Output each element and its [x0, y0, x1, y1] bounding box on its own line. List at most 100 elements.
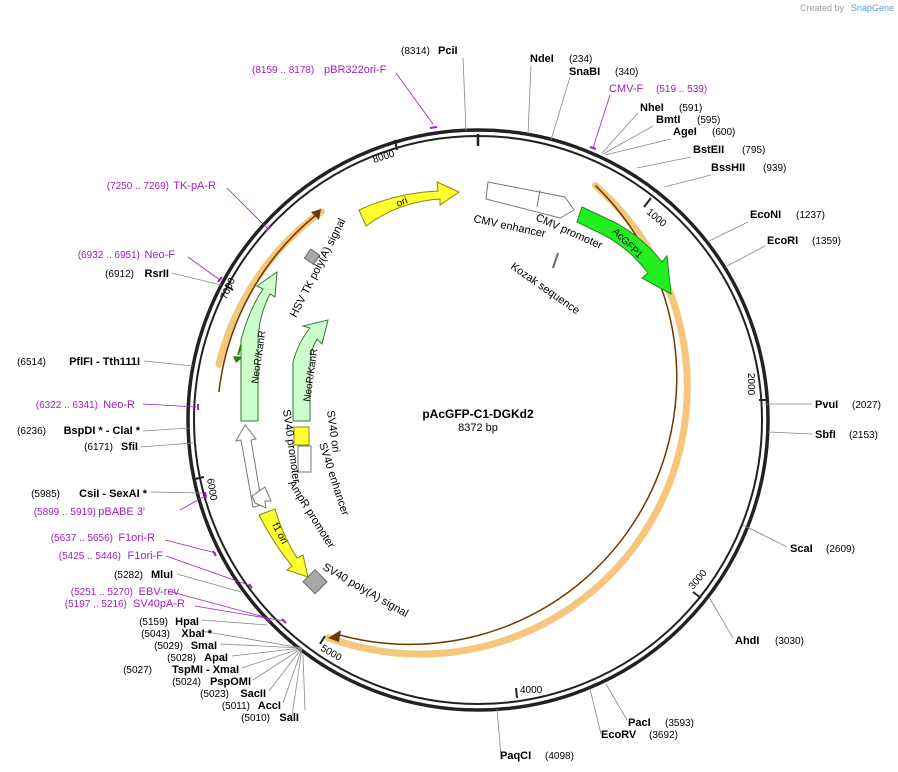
- backbone-outer: [186, 128, 770, 712]
- tick-label-5000: 5000: [319, 643, 344, 664]
- enzyme-snabi[interactable]: SnaBI: [569, 66, 600, 78]
- primer-neo-r[interactable]: Neo-R: [103, 399, 135, 411]
- primer-pbr322ori-f[interactable]: pBR322ori-F: [324, 64, 387, 76]
- sv40-enhancer-box: [297, 445, 312, 473]
- enzyme-pos-tspmi-xmai: (5027): [123, 665, 152, 676]
- tick-label-2000: 2000: [745, 373, 756, 396]
- enzyme-pos-ecori: (1359): [812, 236, 841, 247]
- feature-kozak: Kozak sequence: [508, 261, 582, 317]
- enzyme-pos-bsshii: (939): [763, 163, 786, 174]
- neokanr-outer-arrow: [240, 270, 278, 422]
- enzyme-pos-sfii: (6171): [84, 442, 113, 453]
- primer-pos-sv40pa-r: (5197 .. 5216): [65, 599, 127, 610]
- enzyme-paqci[interactable]: PaqCI: [500, 750, 531, 762]
- tick-label-7000: 7000: [219, 276, 239, 301]
- enzyme-scai[interactable]: ScaI: [790, 543, 813, 555]
- enzyme-sali[interactable]: SalI: [279, 712, 299, 724]
- primer-sv40pa-r[interactable]: SV40pA-R: [133, 598, 185, 610]
- enzyme-bsteii[interactable]: BstEII: [693, 144, 724, 156]
- enzyme-pos-econi: (1237): [796, 210, 825, 221]
- primer-ebv-rev[interactable]: EBV-rev: [139, 586, 180, 598]
- enzyme-bsshii[interactable]: BssHII: [711, 162, 745, 174]
- enzyme-pos-smai: (5029): [154, 641, 183, 652]
- enzyme-pos-pcii: (8314): [401, 46, 430, 57]
- enzyme-sacii[interactable]: SacII: [240, 688, 266, 700]
- enzyme-mlui[interactable]: MluI: [151, 569, 173, 581]
- sv40-ori-box: [293, 426, 310, 446]
- enzyme-ndei[interactable]: NdeI: [530, 53, 554, 65]
- enzyme-pos-ndei: (234): [569, 54, 592, 65]
- enzyme-pos-agei: (600): [712, 127, 735, 138]
- enzyme-bmti[interactable]: BmtI: [656, 114, 680, 126]
- plasmid-name: pAcGFP-C1-DGKd2: [422, 407, 534, 421]
- enzyme-psp0mi[interactable]: PspOMI: [210, 676, 251, 688]
- feature-sv40-ori: SV40 ori: [324, 410, 342, 453]
- enzyme-paci[interactable]: PacI: [628, 717, 651, 729]
- enzyme-xbai[interactable]: XbaI *: [181, 628, 212, 640]
- enzyme-pos-psp0mi: (5024): [172, 677, 201, 688]
- primer-pos-cmv-f: (519 .. 539): [656, 84, 707, 95]
- enzyme-pos-pvui: (2027): [852, 400, 881, 411]
- enzyme-tspmi-xmai[interactable]: TspMI - XmaI: [172, 664, 239, 676]
- sv40-promoter-arrow: [235, 424, 263, 508]
- primer-f1ori-r[interactable]: F1ori-R: [118, 532, 155, 544]
- enzyme-pos-hpai: (5159): [139, 617, 168, 628]
- primer-pos-ebv-rev: (5251 .. 5270): [71, 587, 133, 598]
- enzyme-ecori[interactable]: EcoRI: [767, 235, 798, 247]
- primer-pos-neo-r: (6322 .. 6341): [36, 400, 98, 411]
- primer-neo-f[interactable]: Neo-F: [144, 249, 175, 261]
- enzyme-sbfi[interactable]: SbfI: [815, 429, 836, 441]
- enzyme-econi[interactable]: EcoNI: [750, 209, 781, 221]
- enzyme-ahdi[interactable]: AhdI: [735, 635, 759, 647]
- tick-label-4000: 4000: [520, 685, 543, 696]
- tick-label-6000: 6000: [204, 478, 219, 502]
- enzyme-pflfi-tth111i[interactable]: PflFI - Tth111I: [69, 356, 140, 368]
- cmv-divider: [536, 189, 541, 208]
- enzyme-pos-pflfi-tth111i: (6514): [17, 357, 46, 368]
- enzyme-nhei[interactable]: NheI: [640, 102, 664, 114]
- enzyme-pcii[interactable]: PciI: [438, 45, 458, 57]
- enzyme-acci[interactable]: AccI: [258, 700, 281, 712]
- enzyme-smai[interactable]: SmaI: [191, 640, 217, 652]
- feature-ori: ori: [395, 195, 409, 209]
- enzyme-pos-mlui: (5282): [114, 570, 143, 581]
- enzyme-rsrii[interactable]: RsrII: [145, 268, 169, 280]
- primer-pbabe-3[interactable]: pBABE 3': [98, 506, 145, 518]
- enzyme-hpai[interactable]: HpaI: [175, 616, 199, 628]
- tick-label-8000: 8000: [372, 148, 397, 165]
- primer-cmv-f[interactable]: CMV-F: [609, 83, 644, 95]
- tick-marks: [194, 139, 769, 699]
- enzyme-pos-sbfi: (2153): [849, 430, 878, 441]
- enzyme-bspdi-clai[interactable]: BspDI * - ClaI *: [64, 425, 141, 437]
- enzyme-pos-paqci: (4098): [545, 751, 574, 762]
- primer-tk-pa-r[interactable]: TK-pA-R: [173, 180, 216, 192]
- enzyme-pos-nhei: (591): [679, 103, 702, 114]
- kozak-marker: [552, 252, 559, 269]
- enzyme-pos-apai: (5028): [167, 653, 196, 664]
- enzyme-csii-sexai[interactable]: CsiI - SexAI *: [79, 488, 148, 500]
- primer-pos-pbabe-3: (5899 .. 5919): [34, 507, 96, 518]
- primer-f1ori-f[interactable]: F1ori-F: [128, 550, 164, 562]
- sv40-polya-box: [302, 568, 328, 595]
- feature-ampr-promoter: AmpR promoter: [285, 478, 336, 550]
- acgfp1-arrow: [576, 206, 672, 295]
- ampr-promoter-arrow: [251, 486, 272, 509]
- enzyme-pos-ecorv: (3692): [649, 730, 678, 741]
- orf-arc-right-head: [328, 630, 341, 642]
- enzyme-pos-rsrii: (6912): [105, 269, 134, 280]
- enzyme-apai[interactable]: ApaI: [204, 652, 228, 664]
- enzyme-ecorv[interactable]: EcoRV: [601, 729, 637, 741]
- enzyme-pos-paci: (3593): [665, 718, 694, 729]
- enzyme-pos-xbai: (5043): [141, 629, 170, 640]
- primer-pos-f1ori-f: (5425 .. 5446): [59, 551, 121, 562]
- f1-ori-arrow: [258, 508, 309, 578]
- orf-arc-left-head: [311, 209, 321, 220]
- enzyme-pos-scai: (2609): [826, 544, 855, 555]
- enzyme-pvui[interactable]: PvuI: [815, 399, 838, 411]
- enzyme-pos-sacii: (5023): [200, 689, 229, 700]
- primer-pos-pbr322ori-f: (8159 .. 8178): [252, 65, 314, 76]
- enzyme-sfii[interactable]: SfiI: [121, 441, 138, 453]
- primer-pos-f1ori-r: (5637 .. 5656): [51, 533, 113, 544]
- enzyme-agei[interactable]: AgeI: [673, 126, 697, 138]
